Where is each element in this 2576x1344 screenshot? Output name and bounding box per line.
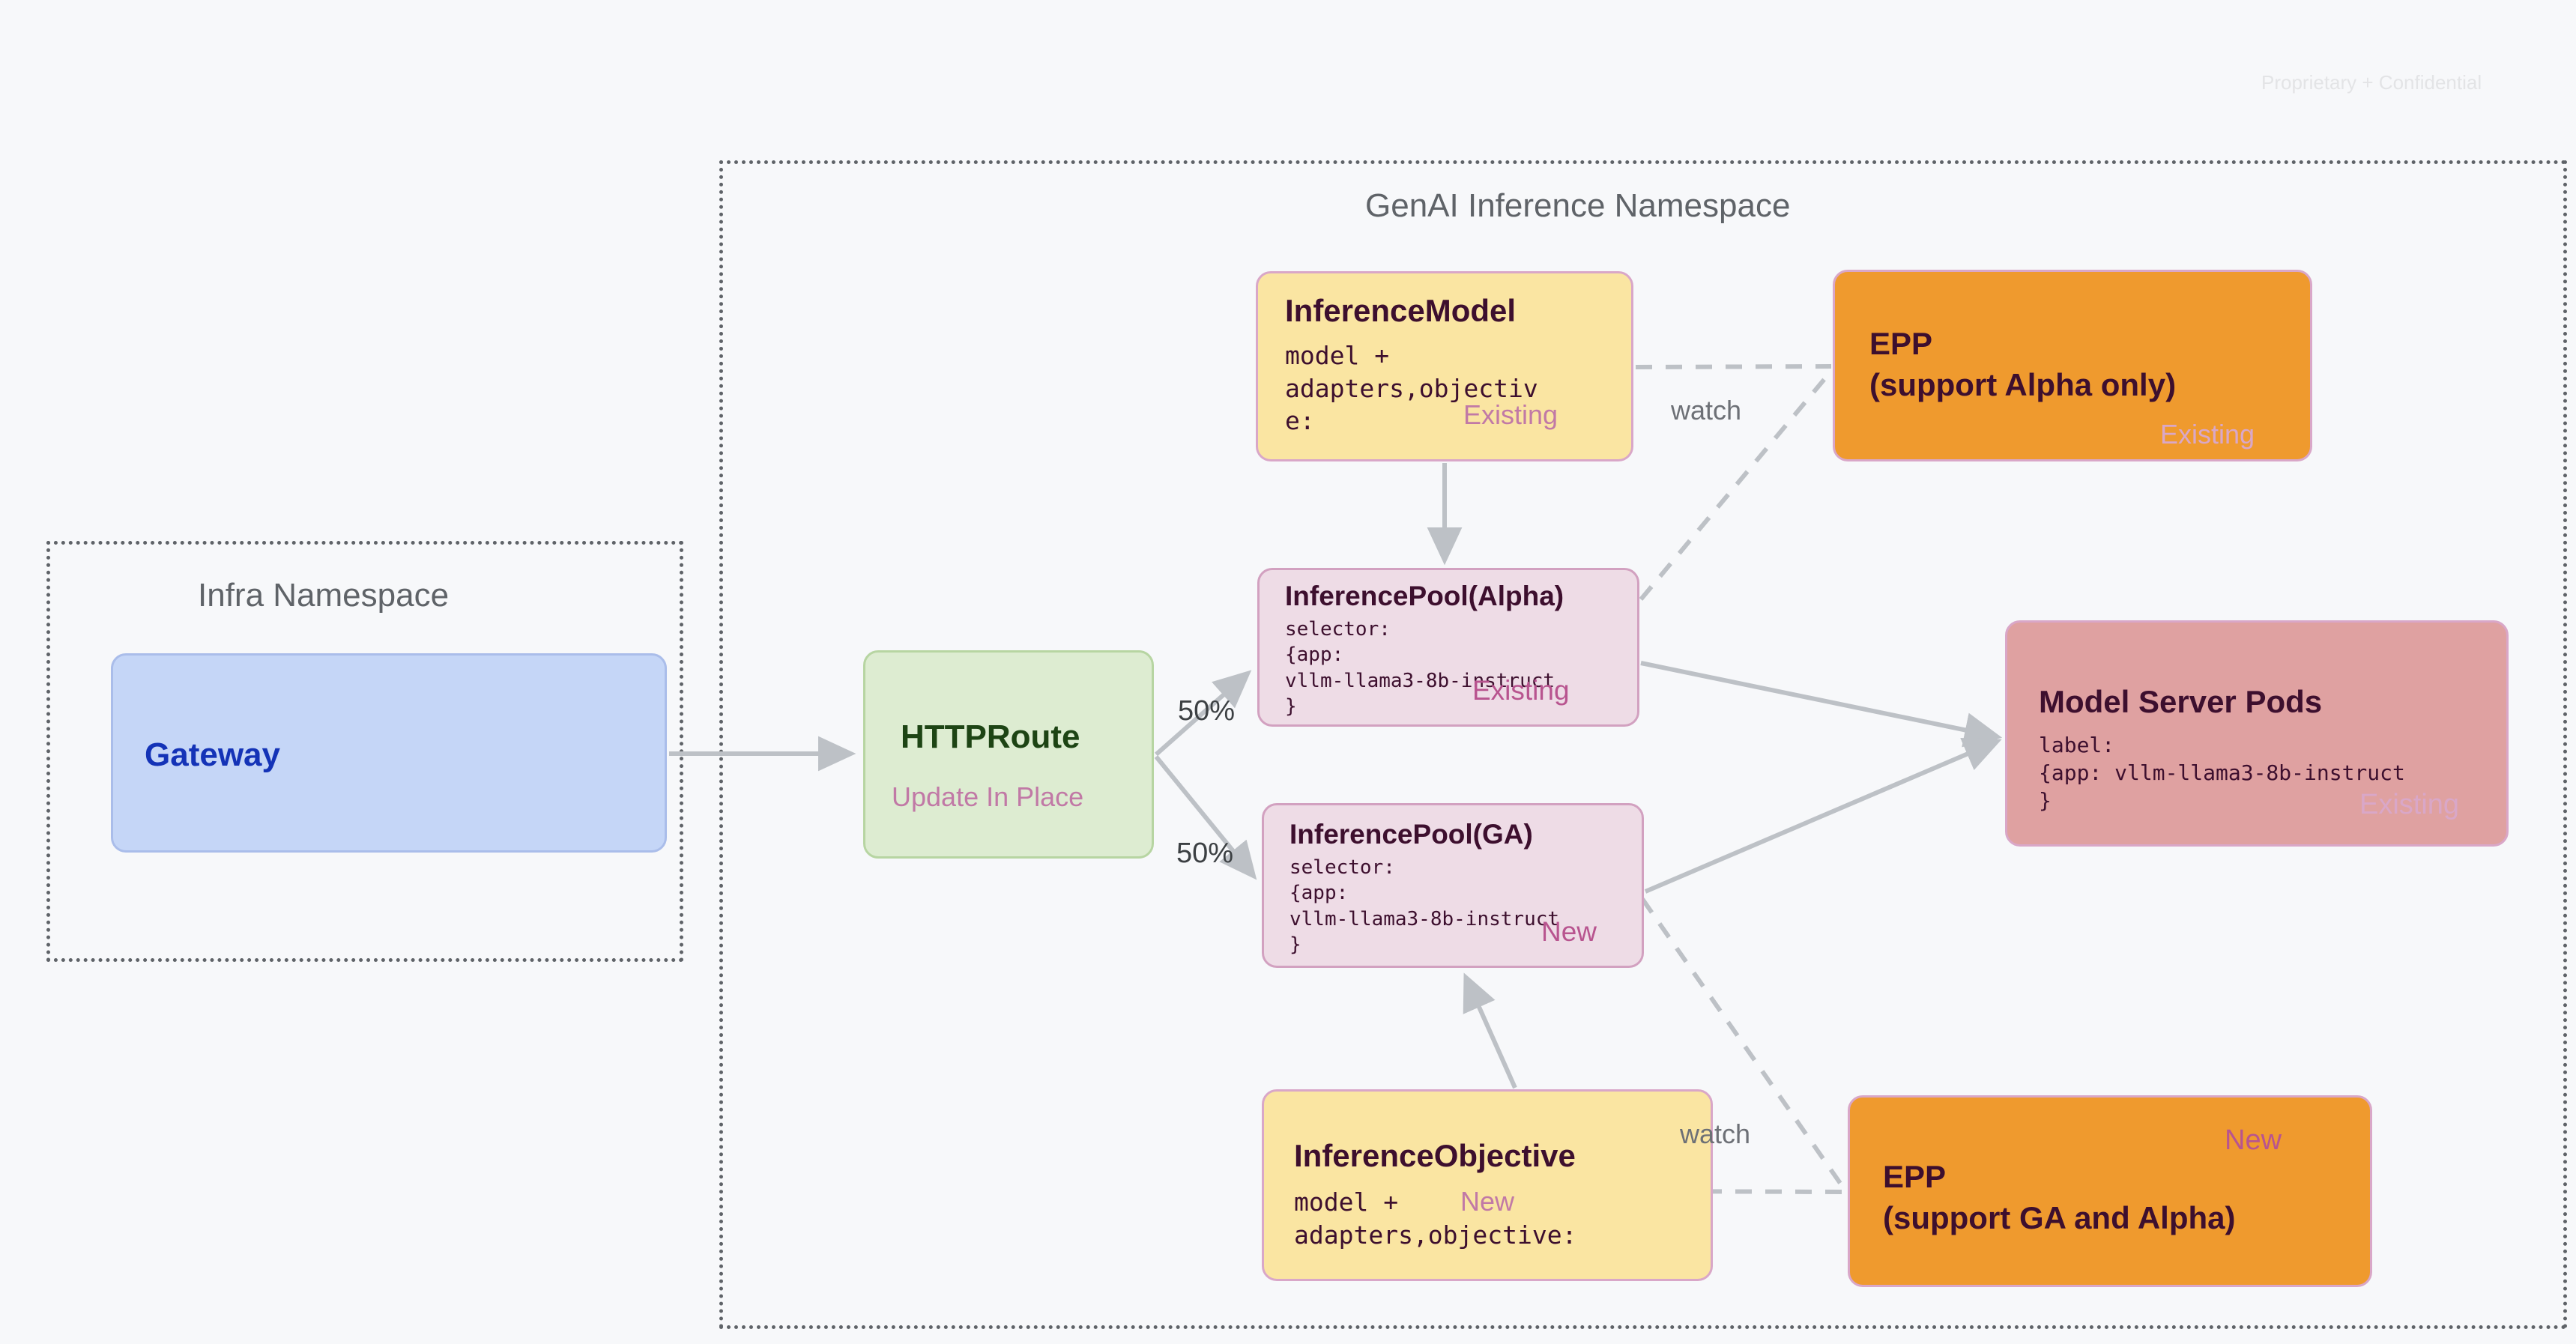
inferencepool-alpha-status-tag: Existing [1472,675,1570,706]
inferencepool-ga-spec: selector: {app: vllm-llama3-8b-instruct … [1289,856,1560,956]
proprietary-confidential-label: Proprietary + Confidential [2261,71,2482,94]
node-inferenceobjective[interactable]: InferenceObjective model + adapters,obje… [1262,1089,1713,1281]
edge-label-watch-bottom: watch [1680,1119,1751,1149]
node-epp-alpha[interactable]: EPP (support Alpha only) Existing [1833,270,2312,461]
httproute-title: HTTPRoute [901,718,1080,755]
gateway-title: Gateway [145,736,280,773]
inferenceobjective-status-tag: New [1460,1186,1515,1217]
inferencemodel-title: InferenceModel [1285,293,1517,328]
model-server-pods-status-tag: Existing [2359,789,2460,820]
model-server-pods-spec: label: {app: vllm-llama3-8b-instruct } [2039,733,2405,813]
model-server-pods-title: Model Server Pods [2039,684,2323,719]
inferenceobjective-spec: model + adapters,objective: [1294,1187,1577,1250]
epp-ga-status-tag: New [2225,1124,2282,1156]
inferencemodel-spec: model + adapters,objectiv e: [1285,341,1538,436]
inferencepool-alpha-spec: selector: {app: vllm-llama3-8b-instruct … [1285,618,1555,718]
edge-label-watch-top: watch [1671,395,1742,426]
edge-label-split-top: 50% [1178,695,1236,727]
node-inferencepool-alpha[interactable]: InferencePool(Alpha) selector: {app: vll… [1257,568,1639,727]
inferencepool-alpha-title: InferencePool(Alpha) [1285,581,1564,611]
node-inferencemodel[interactable]: InferenceModel model + adapters,objectiv… [1256,271,1633,461]
infra-namespace-title: Infra Namespace [198,577,450,614]
genai-namespace-title: GenAI Inference Namespace [1365,187,1791,224]
inferencemodel-status-tag: Existing [1463,399,1558,430]
epp-alpha-status-tag: Existing [2160,419,2255,449]
httproute-status-tag: Update In Place [892,781,1084,812]
node-inferencepool-ga[interactable]: InferencePool(GA) selector: {app: vllm-l… [1262,803,1644,968]
inferencepool-ga-title: InferencePool(GA) [1289,819,1533,850]
epp-ga-title: EPP (support GA and Alpha) [1883,1159,2236,1236]
epp-alpha-title: EPP (support Alpha only) [1869,326,2177,403]
inferenceobjective-title: InferenceObjective [1294,1138,1576,1173]
inferencepool-ga-status-tag: New [1541,916,1597,947]
node-httproute[interactable]: HTTPRoute Update In Place [863,650,1154,859]
genai-namespace-container [719,160,2567,1329]
node-epp-ga[interactable]: EPP (support GA and Alpha) New [1848,1095,2372,1287]
edge-label-split-bottom: 50% [1176,838,1234,869]
node-model-server-pods[interactable]: Model Server Pods label: {app: vllm-llam… [2005,620,2509,847]
node-gateway[interactable]: Gateway [111,653,667,853]
